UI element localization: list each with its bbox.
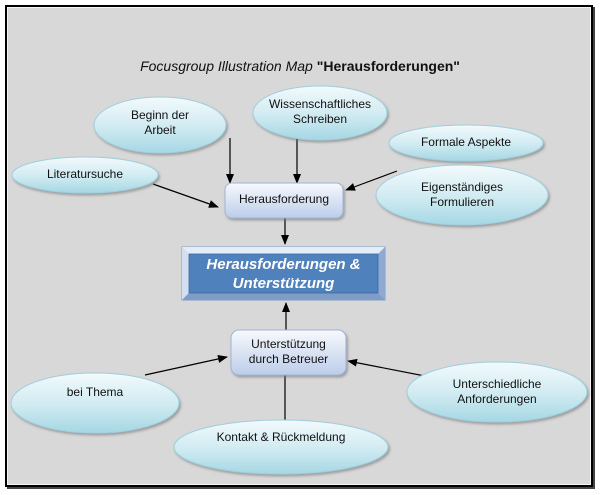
node-label-beginn: Beginn der Arbeit [130,108,190,137]
node-ellipse-formulieren[interactable] [375,164,549,226]
center-box[interactable] [181,246,386,301]
node-ellipse-wissenschaftlich[interactable] [252,85,388,141]
diagram-title: Focusgroup Illustration Map "Herausforde… [0,58,600,74]
node-ellipse-kontakt[interactable] [173,419,389,475]
node-label-literatur: Literatursuche [46,166,124,181]
title-prefix: Focusgroup Illustration Map [140,58,313,74]
node-ellipse-literatur[interactable] [11,156,159,194]
arrow-thema-to-support [144,355,228,376]
node-label-anforderungen: Unterschiedliche Anforderungen [452,377,542,406]
arrow-literatur-to-challenge [152,183,219,208]
node-label-thema: bei Thema [66,384,124,399]
hub-box-challenge[interactable] [224,182,344,219]
center-label-line1: Herausforderungen & [206,255,361,273]
node-label-kontakt: Kontakt & Rückmeldung [216,429,346,444]
hub-label-challenge: Herausforderung [238,192,330,206]
hub-label-support: Unterstützung durch Betreuer [248,336,329,366]
node-ellipse-formale[interactable] [388,124,544,162]
node-label-formulieren: Eigenständiges Formulieren [420,180,504,209]
center-label-line2: Unterstützung [232,274,335,292]
node-label-formale: Formale Aspekte [420,134,512,149]
node-ellipse-thema[interactable] [10,372,180,434]
title-main: "Herausforderungen" [316,58,460,74]
center-label: Herausforderungen & Unterstützung [189,254,378,293]
node-label-wissenschaftlich: Wissenschaftliches Schreiben [268,97,372,126]
node-ellipse-anforderungen[interactable] [406,361,588,423]
arrow-formulieren-to-challenge [345,170,398,191]
node-ellipse-beginn[interactable] [93,96,227,154]
arrow-anforderungen-to-support [347,358,431,378]
hub-box-support[interactable] [230,329,347,376]
